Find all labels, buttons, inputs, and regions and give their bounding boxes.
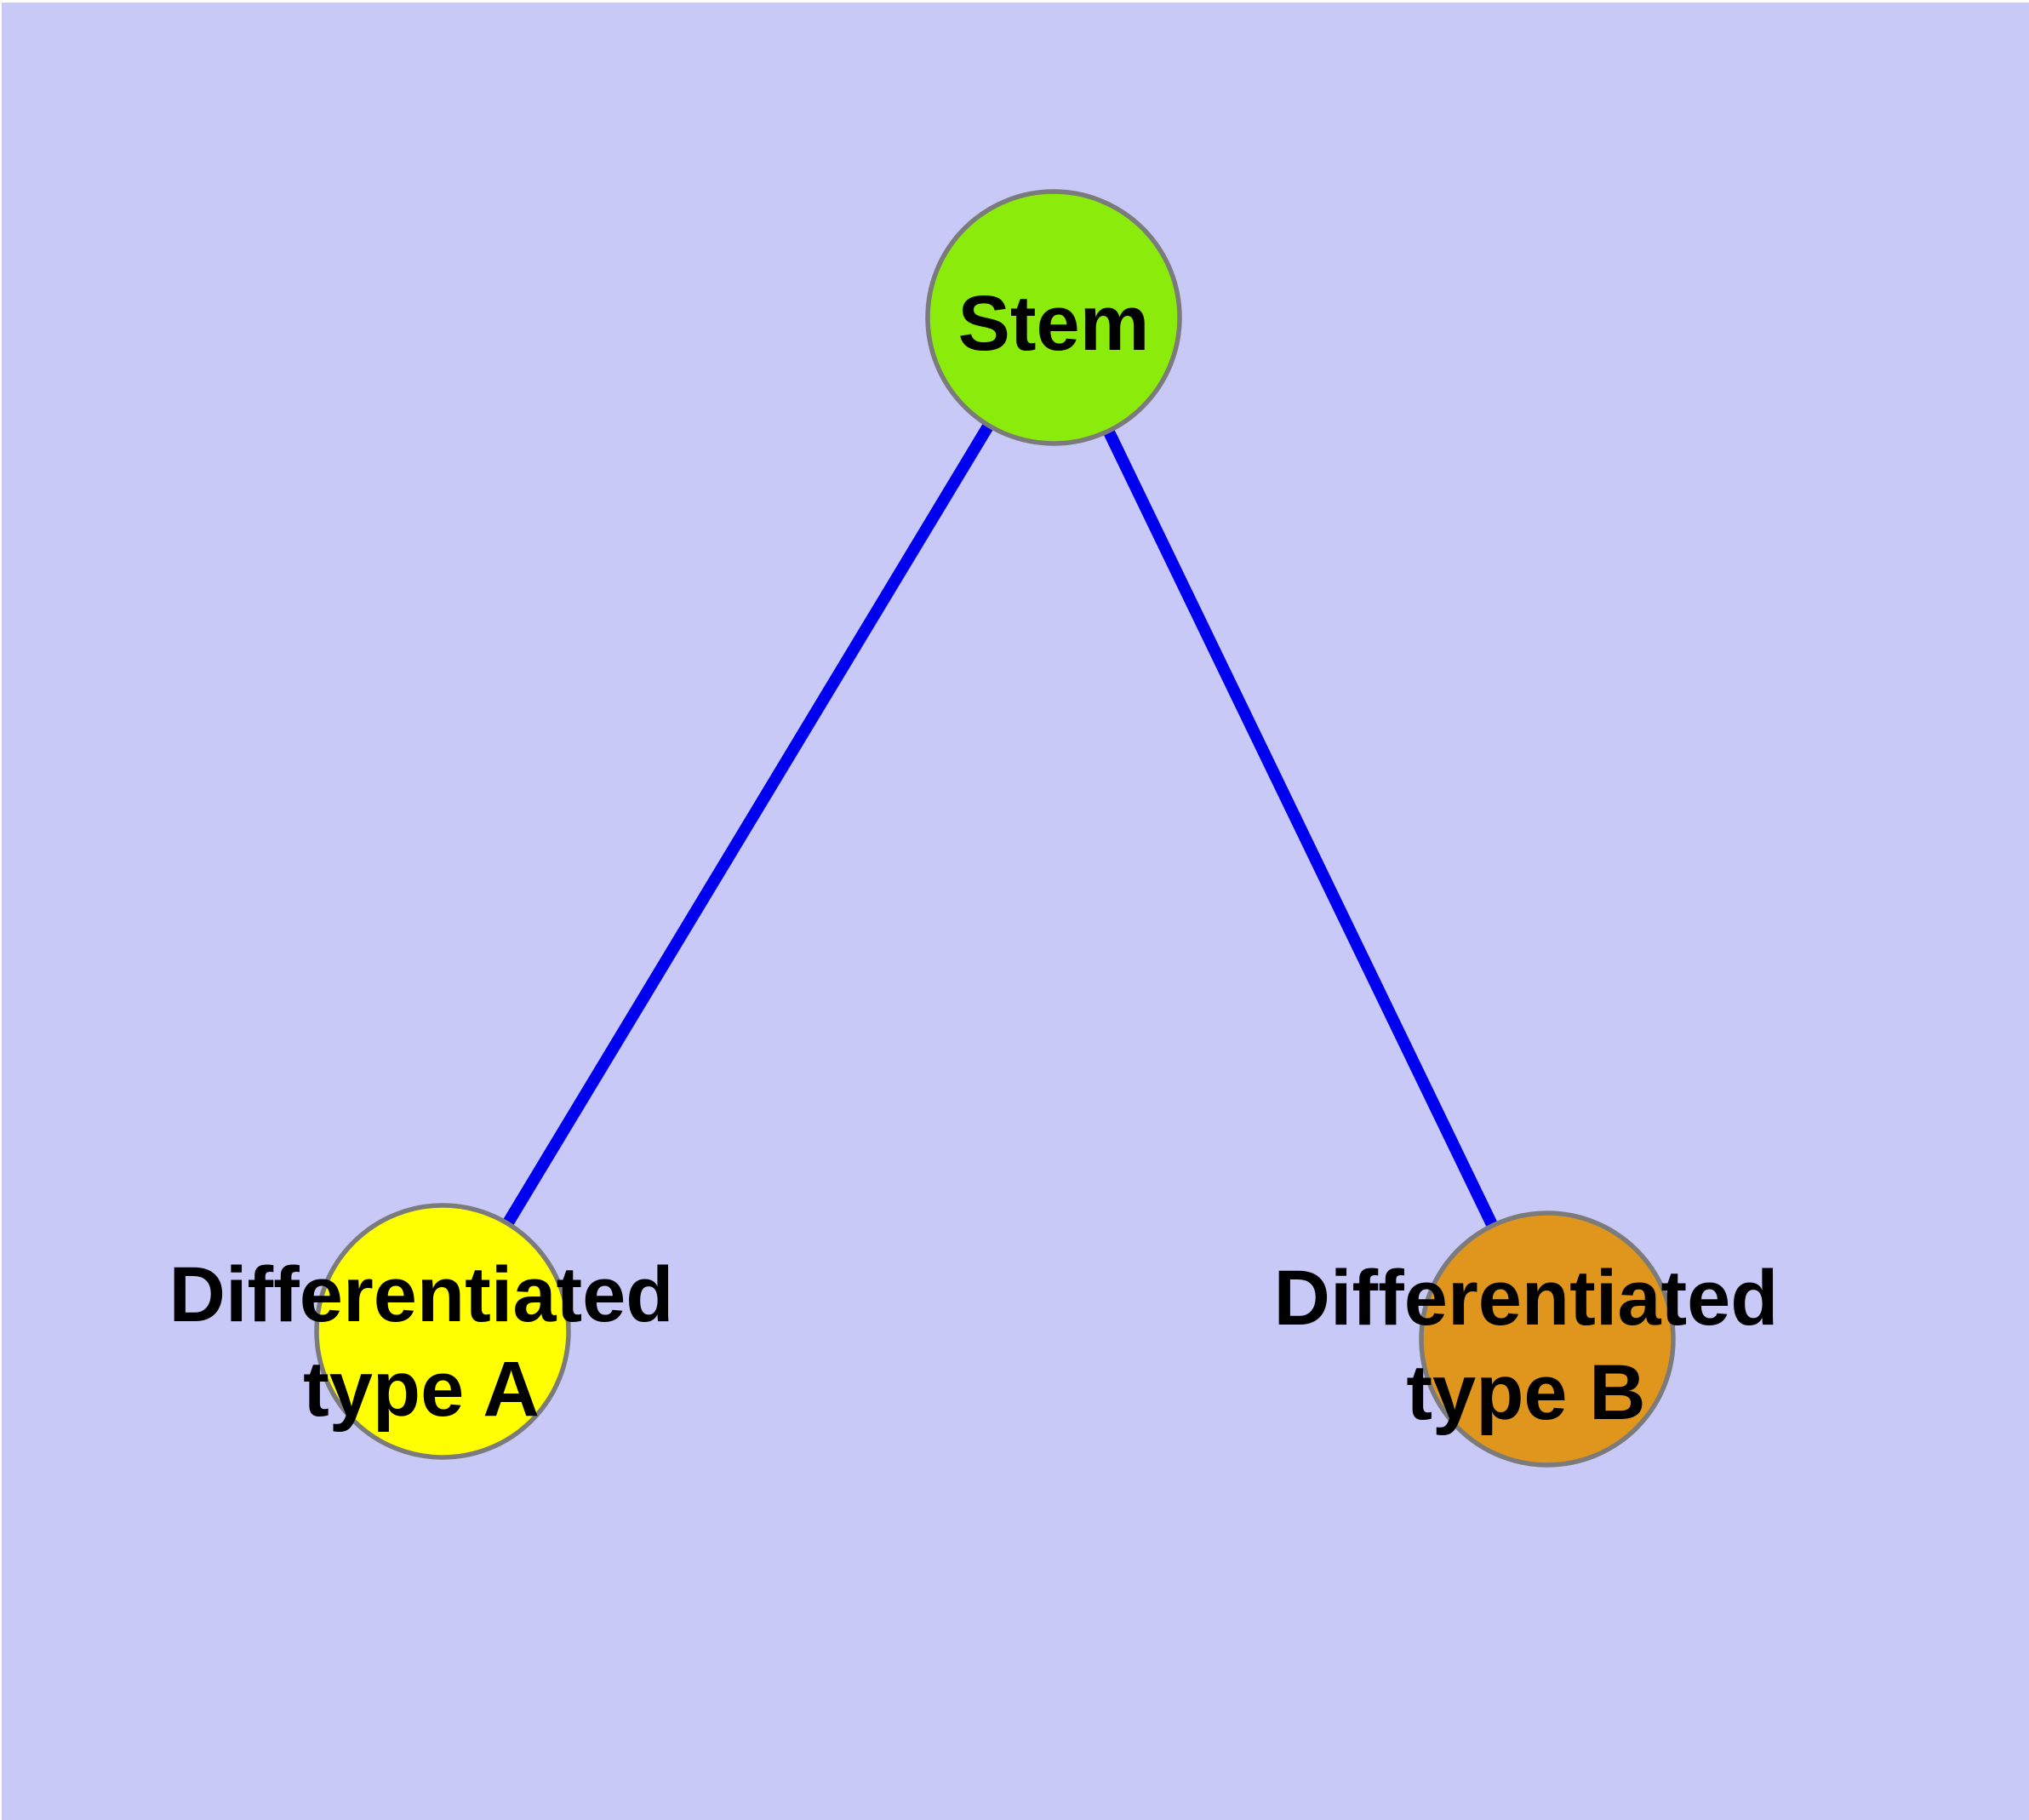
node-differentiated-type-b xyxy=(1419,1210,1676,1468)
edge-stem-to-type-a xyxy=(437,314,1059,1335)
node-type-a-label-line2: type A xyxy=(303,1346,540,1433)
node-stem-label: Stem xyxy=(958,280,1150,367)
node-type-a-label-line1: Differentiated xyxy=(169,1251,674,1338)
node-differentiated-type-a xyxy=(314,1203,571,1460)
node-type-b-label-line1: Differentiated xyxy=(1274,1255,1779,1342)
node-type-b-label-line2: type B xyxy=(1406,1349,1645,1436)
node-stem xyxy=(925,189,1182,446)
edge-stem-to-type-b xyxy=(1048,314,1553,1342)
